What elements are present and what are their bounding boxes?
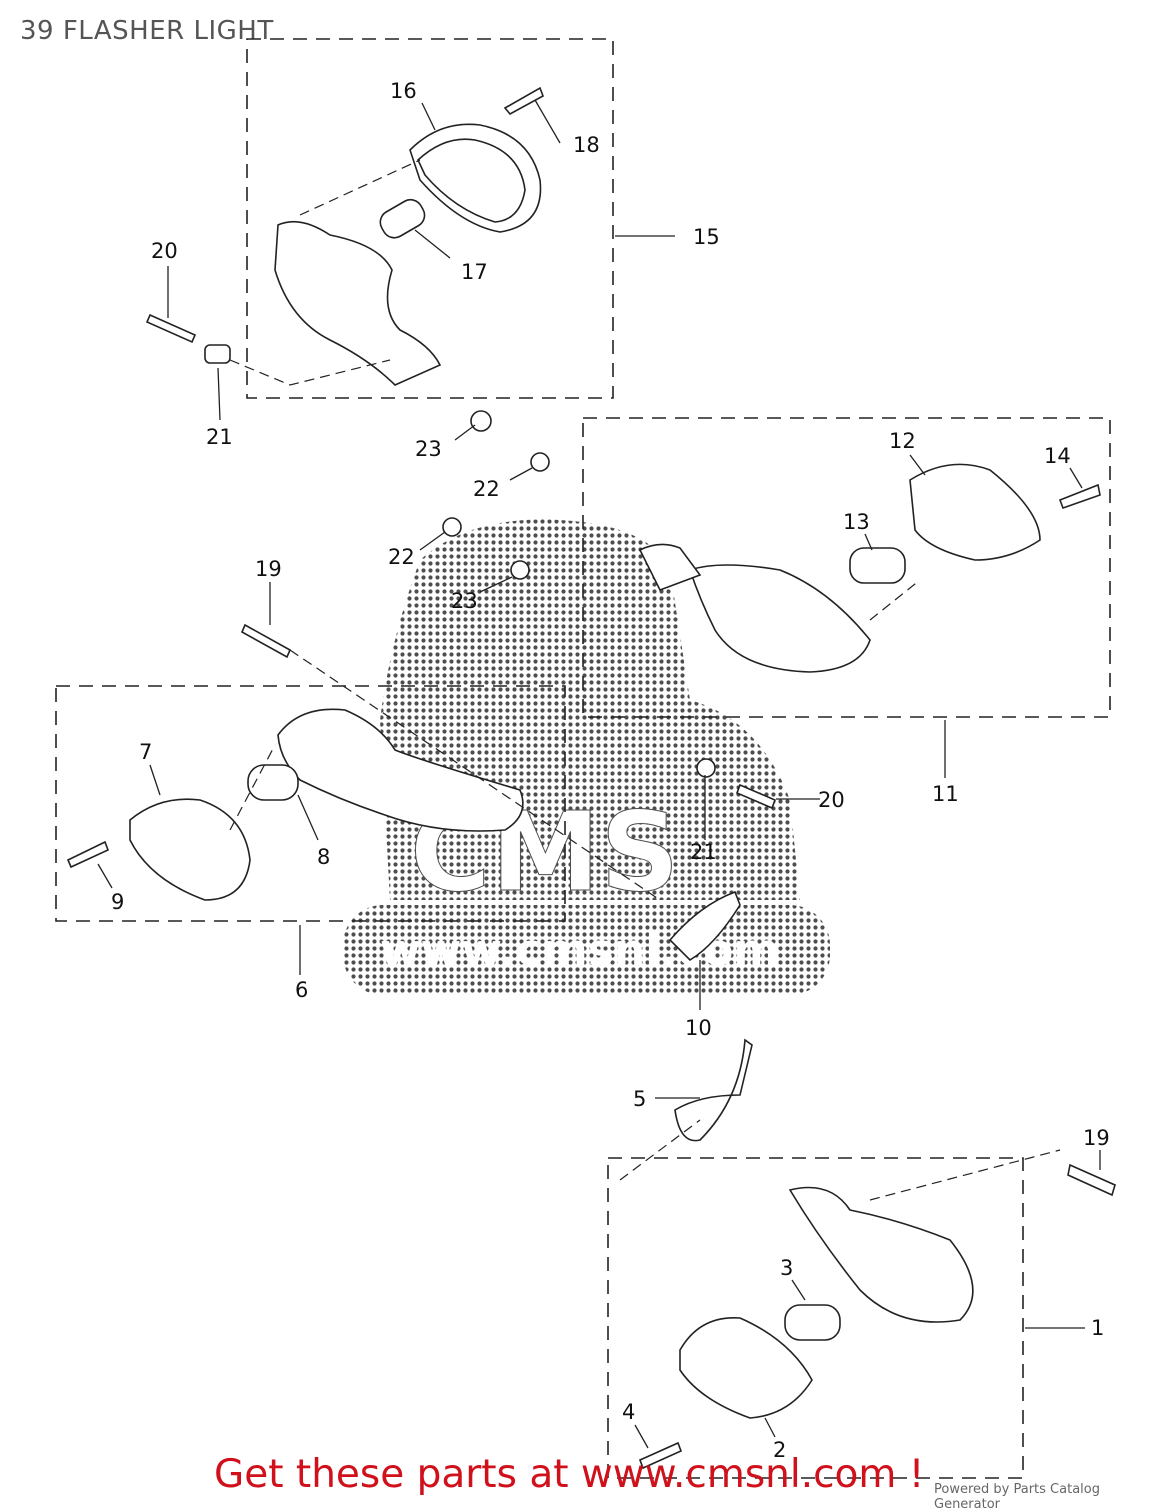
group-box-1 bbox=[607, 1157, 1024, 1479]
callout-6: 6 bbox=[295, 978, 308, 1002]
leader-lines bbox=[97, 99, 1101, 1449]
callout-12: 12 bbox=[889, 429, 916, 453]
callout-23: 23 bbox=[415, 437, 442, 461]
callout-22: 22 bbox=[473, 477, 500, 501]
flasher-assembly-15 bbox=[145, 86, 550, 472]
callout-16: 16 bbox=[390, 79, 417, 103]
callout-19b: 19 bbox=[1083, 1126, 1110, 1150]
callout-21: 21 bbox=[206, 425, 233, 449]
callout-3: 3 bbox=[780, 1256, 793, 1280]
callout-1: 1 bbox=[1091, 1316, 1104, 1340]
callout-23b: 23 bbox=[451, 589, 478, 613]
callout-5: 5 bbox=[633, 1087, 646, 1111]
callout-20b: 20 bbox=[818, 788, 845, 812]
diagram-title: 39 FLASHER LIGHT bbox=[20, 16, 274, 46]
group-box-6 bbox=[55, 685, 566, 922]
group-box-15 bbox=[246, 38, 614, 399]
flasher-assembly-1 bbox=[638, 1038, 1116, 1470]
callout-labels: 16 18 15 17 20 21 23 22 12 14 13 22 23 1… bbox=[111, 79, 1110, 1462]
powered-by-text: Powered by Parts Catalog Generator bbox=[934, 1482, 1100, 1512]
callout-11: 11 bbox=[932, 782, 959, 806]
callout-8: 8 bbox=[317, 845, 330, 869]
callout-15: 15 bbox=[693, 225, 720, 249]
flasher-assembly-11 bbox=[442, 463, 1101, 673]
callout-7: 7 bbox=[139, 740, 152, 764]
callout-14: 14 bbox=[1044, 444, 1071, 468]
flasher-assembly-6 bbox=[66, 623, 777, 962]
callout-18: 18 bbox=[573, 133, 600, 157]
callout-20: 20 bbox=[151, 239, 178, 263]
callout-2: 2 bbox=[773, 1438, 786, 1462]
callout-17: 17 bbox=[461, 260, 488, 284]
callout-9: 9 bbox=[111, 890, 124, 914]
callout-13: 13 bbox=[843, 510, 870, 534]
callout-21b: 21 bbox=[690, 840, 717, 864]
get-parts-link[interactable]: Get these parts at www.cmsnl.com ! bbox=[214, 1452, 925, 1497]
callout-10: 10 bbox=[685, 1016, 712, 1040]
callout-19: 19 bbox=[255, 557, 282, 581]
callout-4: 4 bbox=[622, 1400, 635, 1424]
callout-22b: 22 bbox=[388, 545, 415, 569]
group-box-11 bbox=[582, 417, 1111, 718]
